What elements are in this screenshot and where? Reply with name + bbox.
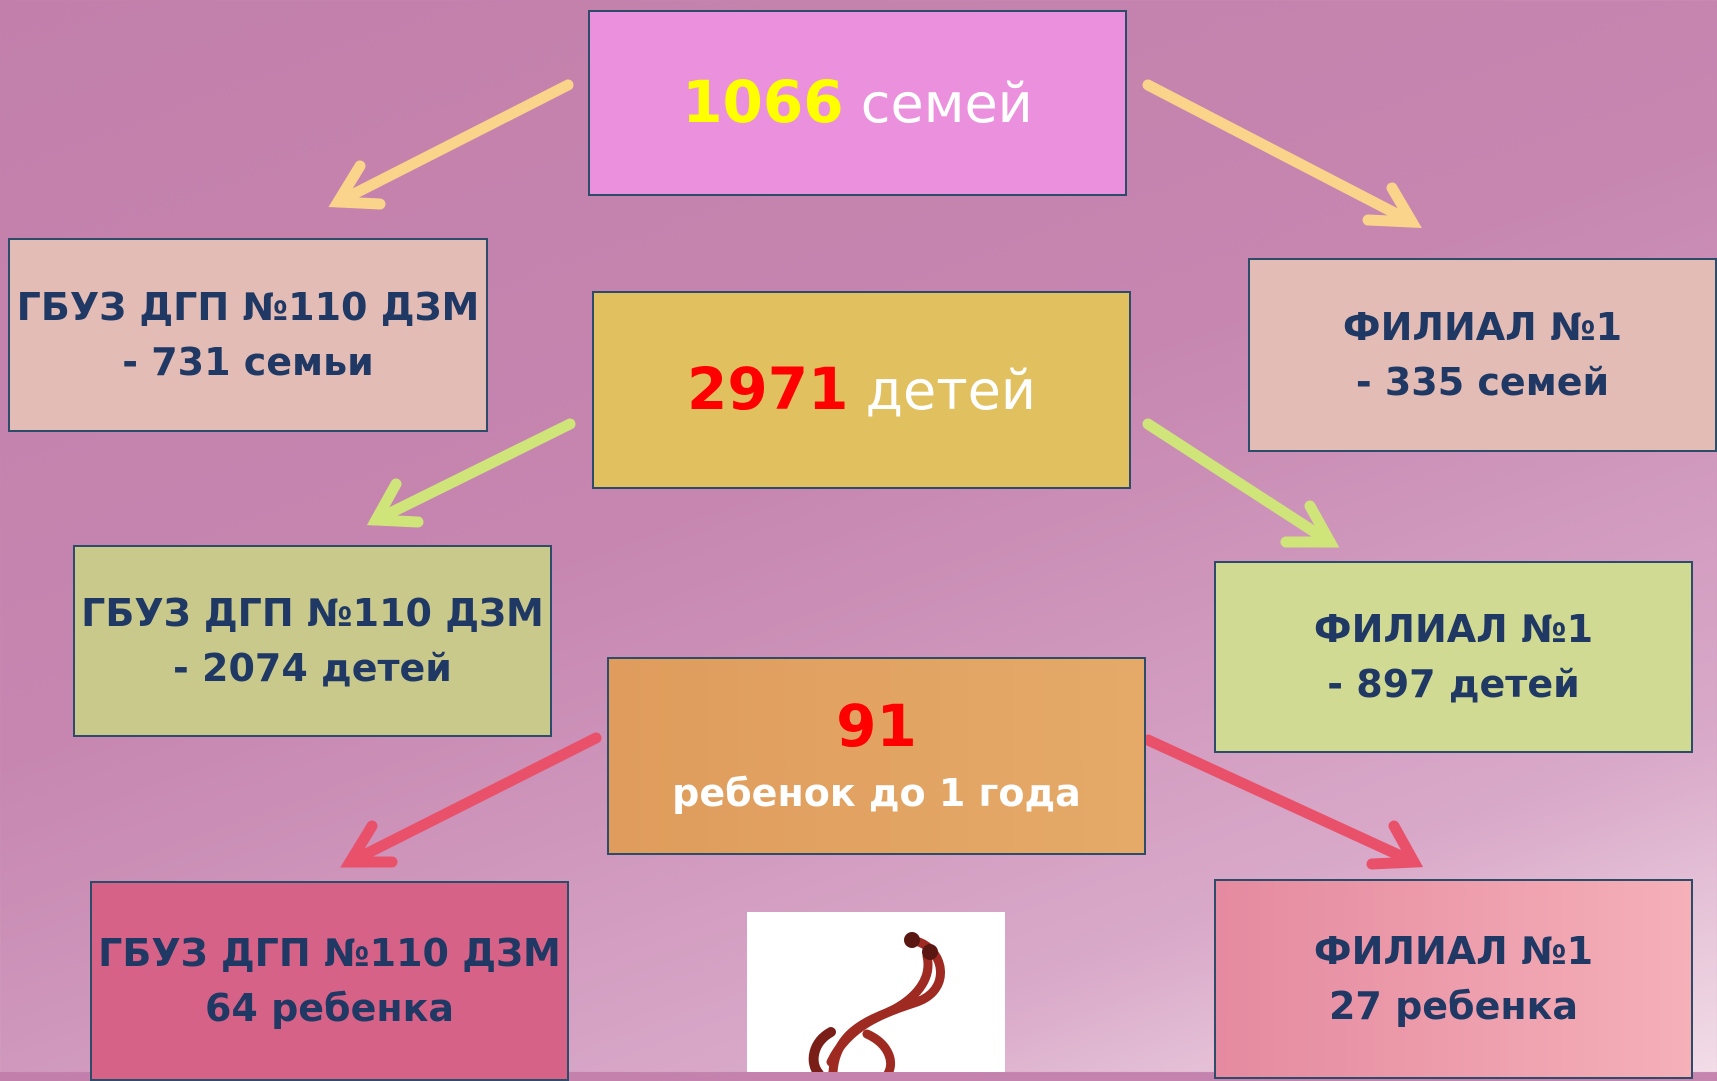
families-total-label: семей bbox=[843, 72, 1033, 136]
children-right-line2: - 897 детей bbox=[1327, 662, 1580, 706]
infants-right-box: ФИЛИАЛ №1 27 ребенка bbox=[1214, 879, 1693, 1079]
children-total-label: детей bbox=[848, 359, 1036, 423]
families-right-box: ФИЛИАЛ №1 - 335 семей bbox=[1248, 258, 1717, 452]
stethoscope-earpiece-2 bbox=[922, 944, 938, 960]
infants-left-line2: 64 ребенка bbox=[204, 986, 455, 1030]
infants-left-box: ГБУЗ ДГП №110 ДЗМ 64 ребенка bbox=[90, 881, 569, 1081]
infants-total-number: 91 bbox=[836, 691, 917, 760]
stethoscope-image bbox=[747, 912, 1005, 1072]
families-left-box: ГБУЗ ДГП №110 ДЗМ - 731 семьи bbox=[8, 238, 488, 432]
children-left-box: ГБУЗ ДГП №110 ДЗМ - 2074 детей bbox=[73, 545, 552, 737]
infants-right-line2: 27 ребенка bbox=[1328, 984, 1579, 1028]
children-total-number: 2971 bbox=[687, 355, 849, 424]
families-total-box: 1066 семей bbox=[588, 10, 1127, 196]
stethoscope-icon bbox=[808, 932, 945, 1072]
stethoscope-earpiece-1 bbox=[904, 932, 920, 948]
arrow-families-left bbox=[328, 79, 574, 210]
children-right-box: ФИЛИАЛ №1 - 897 детей bbox=[1214, 561, 1693, 753]
children-total: 2971 детей bbox=[687, 345, 1036, 435]
families-left-line2: - 731 семьи bbox=[122, 340, 374, 384]
arrow-children-left bbox=[366, 418, 576, 528]
infants-right-line1: ФИЛИАЛ №1 bbox=[1313, 928, 1594, 973]
families-right-line1: ФИЛИАЛ №1 bbox=[1342, 304, 1623, 349]
children-total-box: 2971 детей bbox=[592, 291, 1131, 489]
infants-left-line1: ГБУЗ ДГП №110 ДЗМ bbox=[98, 930, 561, 975]
children-right-line1: ФИЛИАЛ №1 bbox=[1313, 606, 1594, 651]
infants-total-box: 91 ребенок до 1 года bbox=[607, 657, 1146, 855]
children-left-line2: - 2074 детей bbox=[173, 646, 452, 690]
arrow-families-right bbox=[1142, 79, 1422, 228]
families-left-line1: ГБУЗ ДГП №110 ДЗМ bbox=[16, 284, 480, 329]
infants-total-label: ребенок до 1 года bbox=[672, 771, 1081, 816]
families-total: 1066 семей bbox=[682, 58, 1033, 148]
arrow-infants-right bbox=[1142, 734, 1424, 870]
arrow-children-right bbox=[1142, 418, 1340, 548]
families-right-line2: - 335 семей bbox=[1355, 360, 1610, 404]
arrow-infants-left bbox=[340, 732, 602, 868]
families-total-number: 1066 bbox=[682, 68, 844, 137]
children-left-line1: ГБУЗ ДГП №110 ДЗМ bbox=[81, 590, 544, 635]
